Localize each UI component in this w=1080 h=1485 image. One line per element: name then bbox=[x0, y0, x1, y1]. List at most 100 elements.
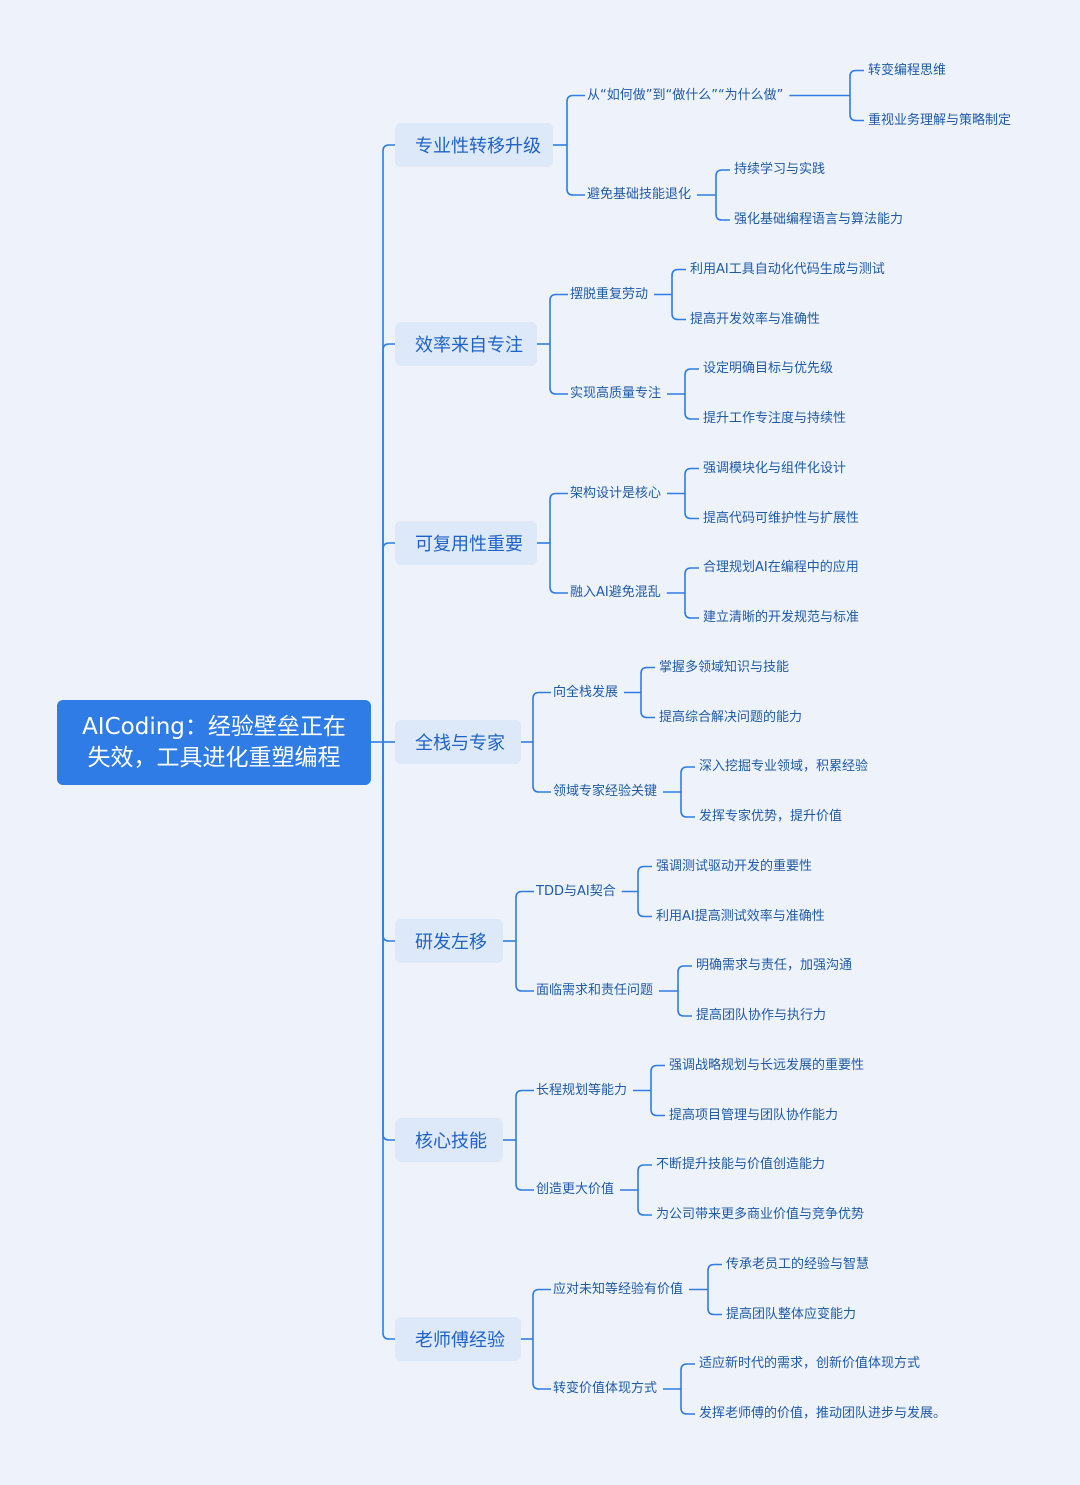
branch-node-6: 核心技能 bbox=[395, 1118, 503, 1162]
sub-node-2-2: 实现高质量专注 bbox=[570, 386, 662, 401]
branch-2-bracket-arm bbox=[549, 344, 568, 395]
sub-1-2-bracket-arm bbox=[715, 169, 730, 195]
leaf-node-1-2-2: 强化基础编程语言与算法能力 bbox=[734, 212, 904, 227]
root-bracket-arm bbox=[382, 542, 395, 742]
sub-7-2-bracket-arm bbox=[680, 1363, 695, 1389]
leaf-node-3-2-1: 合理规划AI在编程中的应用 bbox=[703, 560, 859, 575]
leaf-node-4-2-1: 深入挖掘专业领域，积累经验 bbox=[699, 759, 869, 774]
sub-node-3-2: 融入AI避免混乱 bbox=[570, 585, 661, 600]
sub-1-1-bracket-arm bbox=[849, 69, 864, 96]
branch-node-7: 老师傅经验 bbox=[395, 1317, 521, 1361]
leaf-node-3-1-2: 提高代码可维护性与扩展性 bbox=[703, 510, 860, 526]
sub-3-2-bracket-arm bbox=[684, 593, 699, 619]
sub-6-1-bracket-arm bbox=[650, 1064, 665, 1091]
sub-6-2-bracket-arm bbox=[637, 1190, 652, 1216]
sub-2-1-bracket-arm bbox=[671, 268, 686, 295]
leaf-node-5-2-1: 明确需求与责任，加强沟通 bbox=[696, 958, 853, 973]
sub-1-1-bracket-arm bbox=[849, 95, 864, 122]
sub-1-2-bracket-arm bbox=[715, 195, 730, 221]
leaf-node-3-2-2: 建立清晰的开发规范与标准 bbox=[703, 610, 860, 625]
branch-node-3: 可复用性重要 bbox=[395, 521, 537, 565]
leaf-node-1-1-1: 转变编程思维 bbox=[868, 62, 947, 78]
sub-4-2-bracket-arm bbox=[680, 792, 695, 818]
sub-6-2-bracket-arm bbox=[637, 1164, 652, 1190]
sub-4-2-bracket-arm bbox=[680, 766, 695, 792]
root-node: AICoding：经验壁垒正在 失效，工具进化重塑编程 bbox=[57, 700, 371, 785]
sub-3-1-bracket-arm bbox=[684, 467, 699, 494]
branch-6-bracket-arm bbox=[515, 1089, 534, 1140]
branch-node-4: 全栈与专家 bbox=[395, 720, 521, 764]
leaf-node-2-1-2: 提高开发效率与准确性 bbox=[690, 311, 821, 327]
leaf-node-2-2-1: 设定明确目标与优先级 bbox=[703, 361, 834, 376]
leaf-node-6-1-2: 提高项目管理与团队协作能力 bbox=[669, 1107, 839, 1123]
sub-node-6-1: 长程规划等能力 bbox=[536, 1082, 628, 1098]
branch-1-bracket-arm bbox=[566, 94, 585, 145]
leaf-node-2-1-1: 利用AI工具自动化代码生成与测试 bbox=[690, 261, 885, 277]
sub-node-1-2: 避免基础技能退化 bbox=[587, 187, 692, 202]
sub-4-1-bracket-arm bbox=[640, 692, 655, 719]
sub-node-4-1: 向全栈发展 bbox=[553, 684, 619, 700]
branch-4-bracket-arm bbox=[532, 691, 551, 742]
leaf-node-4-1-1: 掌握多领域知识与技能 bbox=[659, 659, 790, 675]
root-bracket-arm bbox=[382, 742, 395, 1340]
sub-node-3-1: 架构设计是核心 bbox=[570, 485, 662, 501]
branch-7-bracket-arm bbox=[532, 1339, 551, 1390]
branch-2-bracket-arm bbox=[549, 293, 568, 344]
sub-3-1-bracket-arm bbox=[684, 493, 699, 520]
branch-5-bracket-arm bbox=[515, 941, 534, 992]
branch-3-bracket-arm bbox=[549, 492, 568, 543]
leaf-node-1-1-2: 重视业务理解与策略制定 bbox=[868, 112, 1012, 128]
leaf-node-5-1-1: 强调测试驱动开发的重要性 bbox=[656, 858, 813, 874]
leaf-node-7-2-1: 适应新时代的需求，创新价值体现方式 bbox=[699, 1356, 921, 1371]
sub-node-5-1: TDD与AI契合 bbox=[536, 883, 616, 899]
leaf-node-6-2-1: 不断提升技能与价值创造能力 bbox=[656, 1157, 826, 1172]
sub-7-2-bracket-arm bbox=[680, 1389, 695, 1415]
root-bracket-arm bbox=[382, 144, 395, 742]
sub-5-2-bracket-arm bbox=[677, 991, 692, 1017]
sub-node-1-1: 从“如何做”到“做什么”“为什么做” bbox=[587, 87, 784, 103]
sub-6-1-bracket-arm bbox=[650, 1090, 665, 1117]
leaf-node-7-1-2: 提高团队整体应变能力 bbox=[726, 1306, 857, 1322]
leaf-node-7-2-2: 发挥老师傅的价值，推动团队进步与发展。 bbox=[699, 1406, 947, 1421]
leaf-node-1-2-1: 持续学习与实践 bbox=[734, 162, 826, 177]
sub-node-7-2: 转变价值体现方式 bbox=[553, 1381, 658, 1396]
sub-5-2-bracket-arm bbox=[677, 965, 692, 991]
sub-5-1-bracket-arm bbox=[637, 865, 652, 892]
sub-2-2-bracket-arm bbox=[684, 394, 699, 420]
sub-node-2-1: 摆脱重复劳动 bbox=[570, 286, 649, 302]
sub-5-1-bracket-arm bbox=[637, 891, 652, 918]
sub-2-2-bracket-arm bbox=[684, 368, 699, 394]
sub-3-2-bracket-arm bbox=[684, 567, 699, 593]
leaf-node-4-2-2: 发挥专家优势，提升价值 bbox=[699, 809, 843, 824]
sub-7-1-bracket-arm bbox=[707, 1289, 722, 1316]
branch-node-1: 专业性转移升级 bbox=[395, 123, 553, 167]
root-title-line1: AICoding：经验壁垒正在 bbox=[82, 713, 346, 740]
sub-node-4-2: 领域专家经验关键 bbox=[553, 784, 658, 799]
leaf-node-5-2-2: 提高团队协作与执行力 bbox=[696, 1008, 827, 1023]
root-bracket-arm bbox=[382, 343, 395, 742]
leaf-node-6-2-2: 为公司带来更多商业价值与竞争优势 bbox=[656, 1207, 865, 1222]
sub-7-1-bracket-arm bbox=[707, 1263, 722, 1290]
root-bracket-arm bbox=[382, 742, 395, 942]
branch-6-bracket-arm bbox=[515, 1140, 534, 1191]
branch-node-2: 效率来自专注 bbox=[395, 322, 537, 366]
leaf-node-4-1-2: 提高综合解决问题的能力 bbox=[659, 709, 803, 725]
sub-node-5-2: 面临需求和责任问题 bbox=[536, 983, 654, 998]
leaf-node-7-1-1: 传承老员工的经验与智慧 bbox=[726, 1256, 870, 1272]
root-title-line2: 失效，工具进化重塑编程 bbox=[87, 744, 341, 771]
leaf-node-5-1-2: 利用AI提高测试效率与准确性 bbox=[656, 908, 825, 924]
leaf-node-6-1-1: 强调战略规划与长远发展的重要性 bbox=[669, 1057, 865, 1073]
branch-node-5: 研发左移 bbox=[395, 919, 503, 963]
branch-5-bracket-arm bbox=[515, 890, 534, 941]
branch-3-bracket-arm bbox=[549, 543, 568, 594]
sub-node-6-2: 创造更大价值 bbox=[536, 1182, 615, 1197]
sub-2-1-bracket-arm bbox=[671, 294, 686, 321]
branch-7-bracket-arm bbox=[532, 1288, 551, 1339]
leaf-node-2-2-2: 提升工作专注度与持续性 bbox=[703, 411, 847, 426]
leaf-node-3-1-1: 强调模块化与组件化设计 bbox=[703, 460, 847, 476]
sub-node-7-1: 应对未知等经验有价值 bbox=[553, 1281, 684, 1297]
branch-4-bracket-arm bbox=[532, 742, 551, 793]
sub-4-1-bracket-arm bbox=[640, 666, 655, 693]
branch-1-bracket-arm bbox=[566, 145, 585, 196]
